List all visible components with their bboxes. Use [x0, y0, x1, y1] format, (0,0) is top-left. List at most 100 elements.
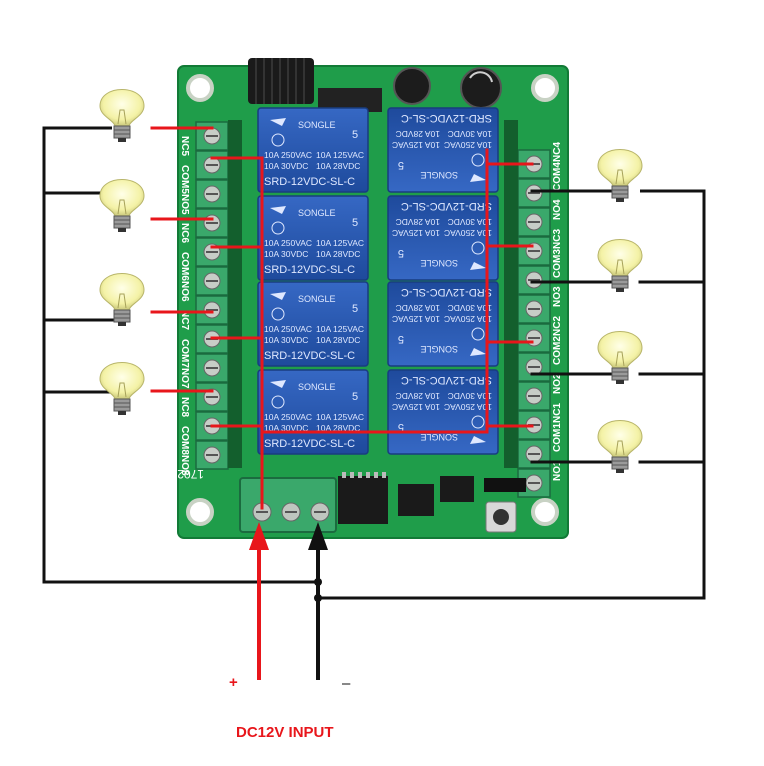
relay-text: 10A 30VDC — [264, 161, 308, 171]
relay-text: 10A 28VDC — [396, 391, 440, 401]
relay-text: 10A 30VDC — [264, 335, 308, 345]
terminal-block-right — [517, 149, 551, 498]
relay-text: 10A 125VAC — [316, 238, 364, 248]
capacitors — [393, 67, 502, 109]
relay-text: 10A 250VAC — [444, 228, 492, 238]
relay-text: SONGLE — [298, 120, 336, 130]
relay-module: SONGLE 5 10A 250VAC 10A 125VAC 10A 30VDC 10A … — [257, 107, 369, 193]
relay-text: 10A 30VDC — [264, 423, 308, 433]
pin-labels: NC5COM5NO5NC6COM6NO6NC7COM7NO7NC8COM8NO8… — [179, 136, 563, 481]
relay-text: 10A 30VDC — [448, 129, 492, 139]
terminal-block-left — [195, 121, 229, 470]
relay-text: SRD-12VDC-SL-C — [401, 286, 492, 298]
relay-text: 10A 125VAC — [392, 314, 440, 324]
power-arrows — [249, 522, 328, 680]
relay-text: SONGLE — [298, 294, 336, 304]
songle-logo-icon — [270, 118, 286, 126]
relay-text: 10A 125VAC — [392, 228, 440, 238]
pin-label-right: COM4 — [552, 162, 563, 191]
pin-label-left: NO8 — [179, 455, 190, 476]
light-bulb-icon — [99, 273, 145, 326]
relay-text: 5 — [398, 159, 404, 171]
pin-label-right: NO4 — [552, 199, 563, 220]
pin-label-left: NO6 — [179, 281, 190, 302]
cqc-mark-icon — [271, 395, 285, 409]
relay-text: SONGLE — [420, 170, 458, 180]
relay-text: 10A 250VAC — [264, 150, 312, 160]
relay-text: 5 — [352, 391, 358, 403]
relay-text: 5 — [352, 129, 358, 141]
relay-text: 10A 125VAC — [392, 402, 440, 412]
relay-text: 10A 28VDC — [396, 129, 440, 139]
light-bulb-icon — [597, 420, 643, 473]
relay-text: 5 — [398, 421, 404, 433]
pin-label-right: NC4 — [552, 142, 563, 162]
pin-label-left: COM8 — [179, 426, 190, 455]
light-bulb-icon — [99, 179, 145, 232]
relay-module: SONGLE 5 10A 250VAC 10A 125VAC 10A 30VDC 10A … — [387, 107, 499, 193]
pin-label-right: NC3 — [552, 229, 563, 249]
relay-text: 10A 28VDC — [316, 423, 360, 433]
relay-text: SRD-12VDC-SL-C — [264, 176, 355, 188]
pin-label-left: NO7 — [179, 368, 190, 389]
relay-text: 10A 28VDC — [396, 303, 440, 313]
pin-label-left: NC7 — [179, 310, 190, 330]
relay-text: 10A 30VDC — [264, 249, 308, 259]
relay-text: 10A 125VAC — [316, 412, 364, 422]
cqc-mark-icon — [471, 241, 485, 255]
relay-text: 10A 30VDC — [448, 391, 492, 401]
relay-text: 10A 250VAC — [264, 324, 312, 334]
relay-text: 10A 28VDC — [316, 161, 360, 171]
cqc-mark-icon — [471, 415, 485, 429]
songle-logo-icon — [270, 292, 286, 300]
terminal-blocks — [195, 120, 551, 498]
relay-text: SONGLE — [298, 382, 336, 392]
relay-text: 10A 28VDC — [396, 217, 440, 227]
relay-text: 10A 250VAC — [444, 402, 492, 412]
light-bulb-icon — [99, 362, 145, 415]
cqc-mark-icon — [471, 153, 485, 167]
relay-text: 10A 250VAC — [444, 140, 492, 150]
board-code: 170216 — [164, 467, 204, 481]
relay-text: SONGLE — [298, 208, 336, 218]
light-bulb-icon — [99, 89, 145, 142]
pin-label-right: NO3 — [552, 286, 563, 307]
relay-text: 10A 125VAC — [392, 140, 440, 150]
dc-input-label: DC12V INPUT — [236, 724, 334, 741]
light-bulb-icon — [597, 331, 643, 384]
pin-label-right: COM3 — [552, 249, 563, 278]
relay-text: SRD-12VDC-SL-C — [264, 438, 355, 450]
relay-text: 10A 28VDC — [316, 249, 360, 259]
cqc-mark-icon — [471, 327, 485, 341]
light-bulb-icon — [597, 149, 643, 202]
songle-logo-icon — [270, 206, 286, 214]
pin-label-left: NC6 — [179, 223, 190, 243]
pin-label-left: NO5 — [179, 194, 190, 215]
pin-label-left: COM7 — [179, 339, 190, 368]
relay-text: SRD-12VDC-SL-C — [401, 112, 492, 124]
relay-text: SRD-12VDC-SL-C — [401, 374, 492, 386]
relay-text: 10A 125VAC — [316, 324, 364, 334]
relay-text: 5 — [352, 303, 358, 315]
songle-logo-icon — [270, 380, 286, 388]
cqc-mark-icon — [271, 221, 285, 235]
songle-logo-icon — [470, 174, 486, 182]
power-terminal — [239, 477, 337, 533]
relay-text: SRD-12VDC-SL-C — [264, 350, 355, 362]
pin-label-right: NC2 — [552, 316, 563, 336]
relay-text: 10A 250VAC — [444, 314, 492, 324]
relay-text: 10A 30VDC — [448, 217, 492, 227]
wiring — [42, 126, 706, 602]
songle-logo-icon — [470, 262, 486, 270]
pin-label-right: COM2 — [552, 336, 563, 365]
pin-label-right: COM1 — [552, 423, 563, 452]
songle-logo-icon — [470, 436, 486, 444]
relay-text: SONGLE — [420, 258, 458, 268]
relay-text: 10A 125VAC — [316, 150, 364, 160]
pin-label-left: COM5 — [179, 165, 190, 194]
pin-label-right: NC1 — [552, 403, 563, 423]
